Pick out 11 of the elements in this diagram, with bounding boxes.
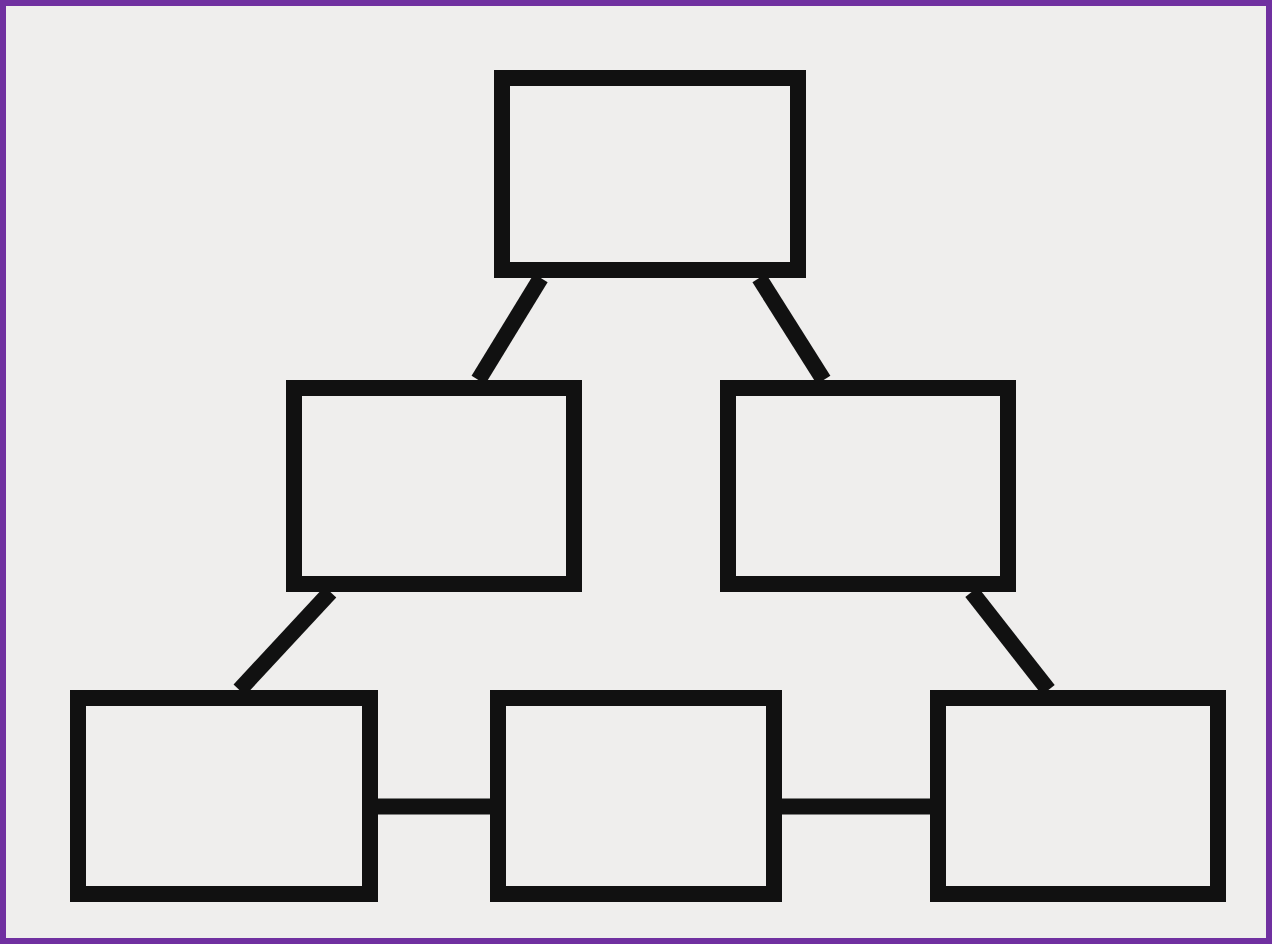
empty-box (720, 380, 1016, 592)
empty-box (70, 690, 378, 902)
connector-line (782, 798, 930, 815)
empty-box (286, 380, 582, 592)
empty-box (494, 70, 806, 278)
connector-line (752, 273, 831, 385)
connector-line (965, 587, 1055, 695)
empty-box (930, 690, 1226, 902)
connector-line (471, 273, 548, 385)
connector-line (378, 798, 490, 815)
empty-box (490, 690, 782, 902)
